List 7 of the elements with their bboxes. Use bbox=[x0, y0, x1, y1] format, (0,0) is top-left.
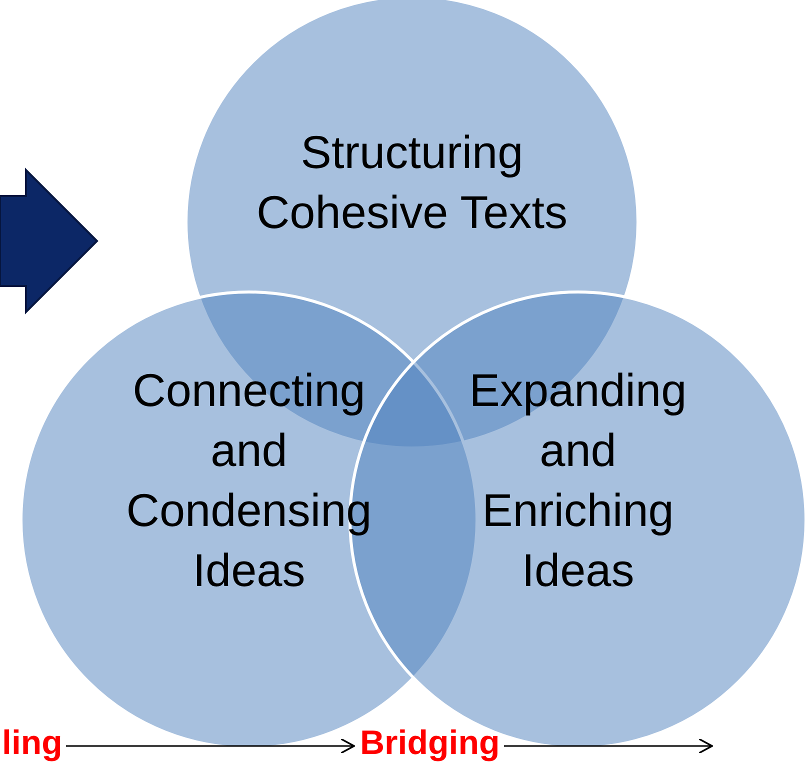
circle-label: Expanding and Enriching Ideas bbox=[468, 363, 688, 598]
stage-label: Bridging bbox=[360, 724, 500, 763]
arrow bbox=[66, 738, 355, 754]
stage-label: ling bbox=[2, 724, 62, 763]
circle-label: Structuring Cohesive Texts bbox=[255, 125, 569, 240]
circle-label: Connecting and Condensing Ideas bbox=[125, 363, 373, 598]
arrow bbox=[504, 738, 713, 754]
